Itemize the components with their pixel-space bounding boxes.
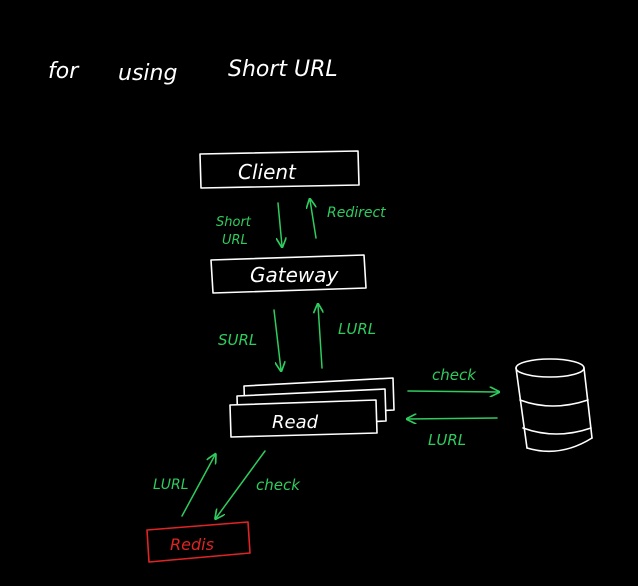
db-top <box>515 358 585 378</box>
page-title: for using Short URL <box>48 57 338 86</box>
lurl-up-label: LURL <box>338 320 376 338</box>
gateway-node: Gateway <box>210 254 367 294</box>
client-gateway-edges: Short URL Redirect <box>216 200 386 248</box>
gateway-read-edges: SURL LURL <box>218 305 376 370</box>
surl-label: SURL <box>218 331 257 349</box>
redis-label: Redis <box>170 535 214 554</box>
db-ring-1 <box>519 399 589 407</box>
title-word-short-url: Short URL <box>228 57 338 82</box>
check-db-arrow <box>407 391 498 392</box>
title-word-for: for <box>48 59 80 84</box>
check-redis-arrow <box>216 450 266 518</box>
lurl-redis-arrow <box>181 455 215 517</box>
lurl-up-arrow <box>318 305 322 369</box>
redis-node: Redis <box>146 521 251 563</box>
redirect-label: Redirect <box>327 205 386 221</box>
client-node: Client <box>199 150 360 189</box>
read-redis-edges: LURL check <box>153 450 301 518</box>
short-url-arrow <box>278 202 282 246</box>
check-redis-label: check <box>256 476 301 494</box>
redirect-arrow <box>310 200 317 239</box>
database-cylinder-icon <box>515 358 593 453</box>
short-url-label-line1: Short <box>216 215 252 230</box>
read-db-edges: check LURL <box>408 366 498 449</box>
lurl-db-arrow <box>408 418 498 419</box>
db-bottom <box>526 437 593 453</box>
read-node: Read <box>229 377 395 438</box>
short-url-label-line2: URL <box>222 233 248 248</box>
gateway-box <box>210 254 367 294</box>
surl-arrow <box>273 309 281 370</box>
check-db-label: check <box>432 366 477 384</box>
lurl-db-label: LURL <box>428 431 466 449</box>
title-word-using: using <box>118 61 177 86</box>
client-box <box>199 150 360 189</box>
db-ring-2 <box>522 427 592 435</box>
read-label: Read <box>272 412 319 433</box>
db-right-side <box>583 367 593 439</box>
redis-box <box>146 521 251 563</box>
read-box-front <box>229 399 378 438</box>
lurl-redis-label: LURL <box>153 477 189 493</box>
db-left-side <box>515 367 528 449</box>
gateway-label: Gateway <box>250 263 340 287</box>
client-label: Client <box>238 160 297 184</box>
